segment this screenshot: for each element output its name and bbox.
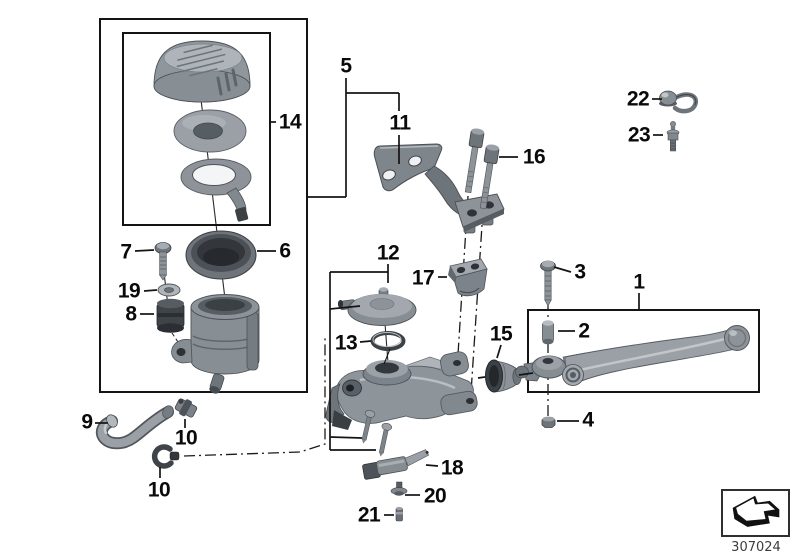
callout-21[interactable]: 21 [357,503,381,527]
drawing-number: 307024 [731,540,781,555]
callout-6[interactable]: 6 [279,239,291,263]
callout-5[interactable]: 5 [340,54,352,78]
part-6-reservoir-insert [185,230,257,280]
callout-11[interactable]: 11 [389,111,411,135]
part-1-lever [515,325,750,386]
part-23-bleeder-valve [666,121,680,152]
part-10-clip [151,444,180,469]
callout-23[interactable]: 23 [627,123,651,147]
part-4-nut [541,416,556,428]
callout-16[interactable]: 16 [522,145,546,169]
part-22-dust-cap [659,90,699,114]
callout-18[interactable]: 18 [440,456,464,480]
part-8-damper [156,298,185,333]
part-19-washer [157,283,181,297]
callout-15[interactable]: 15 [489,322,513,346]
diagram-logo-box[interactable] [721,489,790,537]
master-cylinder-body [325,351,478,430]
part-13-o-ring [370,331,406,351]
callout-20[interactable]: 20 [423,484,447,508]
part-3-screw [540,260,556,307]
reservoir-group-box [99,18,308,393]
callout-14[interactable]: 14 [278,110,302,134]
callout-13[interactable]: 13 [334,331,358,355]
lever-group-box [527,309,760,393]
callout-4[interactable]: 4 [582,408,594,432]
part-15-boot [485,359,522,393]
callout-10-upper[interactable]: 10 [174,426,198,450]
callout-7[interactable]: 7 [120,240,132,264]
part-14-cap-kit [153,40,252,222]
callout-1[interactable]: 1 [633,270,645,294]
callout-3[interactable]: 3 [574,260,586,284]
callout-10-lower[interactable]: 10 [147,478,171,502]
part-7-screw [154,242,172,281]
cap-kit-box [122,32,271,226]
part-10-hose-clamp [174,398,198,418]
callout-17[interactable]: 17 [411,266,435,290]
part-21-screw [395,506,403,522]
callout-2[interactable]: 2 [578,319,590,343]
part-12-cap [337,287,417,326]
leader-lines [95,78,663,516]
part-9-hose [95,405,174,450]
callout-12[interactable]: 12 [376,241,400,265]
part-16-bolts [464,128,500,210]
part-2-bushing [542,320,554,345]
callout-8[interactable]: 8 [125,302,137,326]
callout-19[interactable]: 19 [117,279,141,303]
callout-22[interactable]: 22 [626,87,650,111]
reservoir-body [171,294,260,394]
part-12-screws [361,410,393,457]
part-20-grommet [390,481,408,496]
flat-arrow-up-left-icon [732,495,779,527]
callout-9[interactable]: 9 [81,410,93,434]
part-17-clamp [448,258,488,297]
part-18-switch [362,449,430,480]
